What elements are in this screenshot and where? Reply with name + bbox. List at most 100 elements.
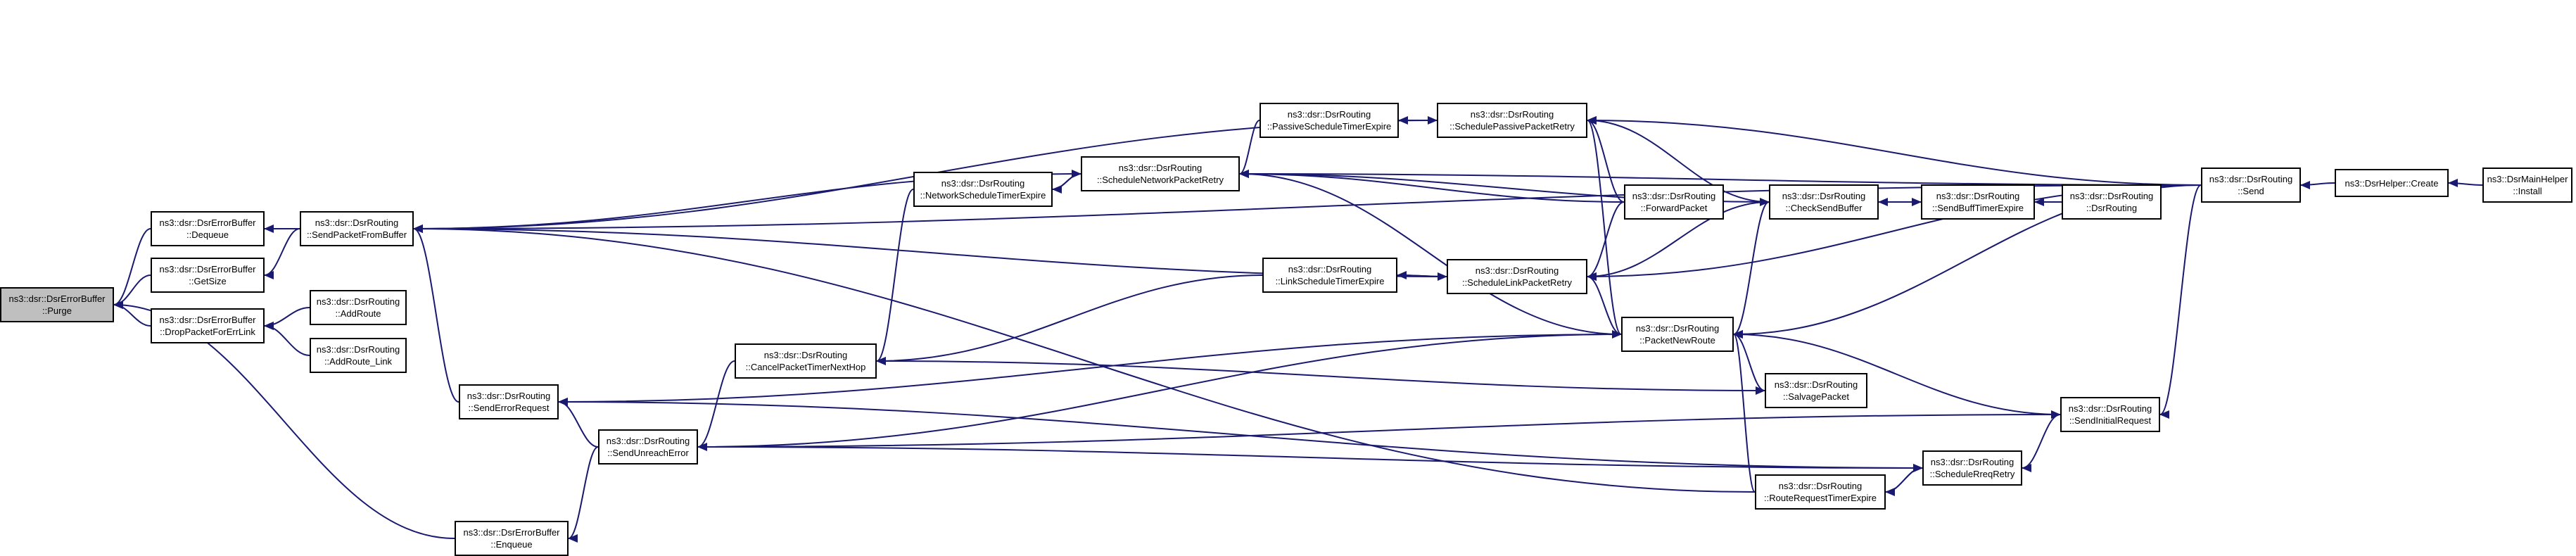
node-line1: ns3::dsr::DsrRouting [1930, 457, 2015, 467]
node-link-schedule-timer-expire[interactable]: ns3::dsr::DsrRouting ::LinkScheduleTimer… [1262, 258, 1397, 293]
node-line2: ::ForwardPacket [1640, 203, 1708, 213]
node-line1: ns3::dsr::DsrRouting [606, 436, 690, 446]
edge-sendinitreq-to-pktnewroute [1733, 330, 2061, 415]
node-schedule-network-packet-retry[interactable]: ns3::dsr::DsrRouting ::ScheduleNetworkPa… [1081, 156, 1240, 191]
edge-sendunreach-to-schedrreq [697, 446, 1923, 472]
edge-send-to-schednetretry [1239, 170, 2202, 186]
node-line2: ::Enqueue [490, 539, 533, 550]
node-drop-packet-for-err-link[interactable]: ns3::dsr::DsrErrorBuffer ::DropPacketFor… [151, 308, 265, 343]
node-line1: ns3::DsrMainHelper [2487, 174, 2568, 184]
edge-dropforerr-to-purge [113, 301, 151, 327]
node-purge[interactable]: ns3::dsr::DsrErrorBuffer ::Purge [0, 287, 114, 322]
node-line1: ns3::dsr::DsrRouting [316, 344, 400, 355]
node-enqueue[interactable]: ns3::dsr::DsrErrorBuffer ::Enqueue [455, 521, 569, 556]
edge-linkexp-to-schedlink [1397, 272, 1447, 281]
node-line1: ns3::dsr::DsrErrorBuffer [159, 315, 256, 325]
node-line1: ns3::dsr::DsrRouting [1287, 109, 1371, 120]
edge-pktnewroute-to-schedpassive [1587, 116, 1622, 335]
edge-linkexp-to-canceltimer [876, 274, 1263, 365]
node-dsr-routing-constructor[interactable]: ns3::dsr::DsrRouting ::DsrRouting [2062, 184, 2162, 220]
node-line2: ::GetSize [189, 276, 227, 286]
node-send-initial-request[interactable]: ns3::dsr::DsrRouting ::SendInitialReques… [2060, 397, 2160, 432]
node-add-route-link[interactable]: ns3::dsr::DsrRouting ::AddRoute_Link [310, 338, 407, 373]
edge-checksendbuf-to-schedlink [1587, 201, 1770, 281]
node-line2: ::SendPacketFromBuffer [306, 229, 407, 240]
node-line2: ::CancelPacketTimerNextHop [745, 362, 866, 372]
node-line1: ns3::dsr::DsrRouting [2069, 191, 2154, 201]
node-line2: ::Install [2513, 186, 2542, 196]
node-line2: ::Dequeue [186, 229, 229, 240]
node-line2: ::DsrRouting [2086, 203, 2138, 213]
node-forward-packet[interactable]: ns3::dsr::DsrRouting ::ForwardPacket [1624, 184, 1724, 220]
node-schedule-passive-packet-retry[interactable]: ns3::dsr::DsrRouting ::SchedulePassivePa… [1437, 103, 1587, 138]
node-line1: ns3::dsr::DsrRouting [315, 217, 399, 228]
node-line1: ns3::dsr::DsrRouting [1774, 379, 1858, 390]
node-line1: ns3::dsr::DsrRouting [1936, 191, 2020, 201]
node-line1: ns3::dsr::DsrRouting [316, 296, 400, 307]
edge-pktnewroute-to-checksendbuf [1733, 198, 1770, 335]
node-line2: ::DropPacketForErrLink [160, 327, 255, 337]
node-line2: ::NetworkScheduleTimerExpire [920, 190, 1046, 201]
edge-sendunreach-to-sendinitreq [697, 410, 2061, 448]
node-schedule-rreq-retry[interactable]: ns3::dsr::DsrRouting ::ScheduleRreqRetry [1922, 450, 2022, 486]
edge-pktnewroute-to-schednetretry [1239, 170, 1622, 335]
node-line2: ::Send [2238, 186, 2264, 196]
node-dsr-main-helper-install[interactable]: ns3::DsrMainHelper ::Install [2482, 168, 2572, 203]
edge-netschedexp-to-canceltimer [876, 189, 914, 365]
node-line1: ns3::dsr::DsrRouting [1632, 191, 1716, 201]
node-line2: ::SendBuffTimerExpire [1931, 203, 2024, 213]
node-line2: ::PacketNewRoute [1639, 335, 1715, 346]
edge-rreqtimer-to-schedrreq [1885, 464, 1923, 493]
edge-rreqtimer-to-sendfrombuf [413, 225, 1756, 493]
node-add-route[interactable]: ns3::dsr::DsrRouting ::AddRoute [310, 290, 407, 325]
node-line1: ns3::dsr::DsrErrorBuffer [8, 293, 106, 304]
node-getsize[interactable]: ns3::dsr::DsrErrorBuffer ::GetSize [151, 258, 265, 293]
node-line1: ns3::dsr::DsrRouting [1118, 163, 1203, 173]
node-send[interactable]: ns3::dsr::DsrRouting ::Send [2201, 168, 2301, 203]
edge-salvage-to-pktnewroute [1733, 330, 1765, 391]
edge-sendunreach-to-enqueue [568, 446, 599, 543]
node-line1: ns3::dsr::DsrRouting [2209, 174, 2293, 184]
node-send-buff-timer-expire[interactable]: ns3::dsr::DsrRouting ::SendBuffTimerExpi… [1921, 184, 2035, 220]
node-passive-schedule-timer-expire[interactable]: ns3::dsr::DsrRouting ::PassiveScheduleTi… [1260, 103, 1399, 138]
edge-send-to-schedpassive [1587, 116, 2202, 186]
edge-send-to-sendfrombuf [413, 184, 2202, 233]
node-line1: ns3::DsrHelper::Create [2345, 177, 2439, 189]
node-line2: ::LinkScheduleTimerExpire [1275, 276, 1385, 286]
edge-forwardpkt-to-schednetretry [1239, 170, 1625, 203]
edge-schedrreq-to-senderrreq [558, 398, 1923, 469]
node-line2: ::PassiveScheduleTimerExpire [1267, 121, 1392, 132]
node-line2: ::CheckSendBuffer [1785, 203, 1863, 213]
node-line2: ::ScheduleNetworkPacketRetry [1097, 175, 1224, 185]
node-line1: ns3::dsr::DsrRouting [1635, 323, 1720, 334]
node-line1: ns3::dsr::DsrRouting [1778, 481, 1863, 491]
edge-sendinitreq-to-schedrreq [2022, 414, 2061, 472]
node-line1: ns3::dsr::DsrErrorBuffer [159, 217, 256, 228]
node-salvage-packet[interactable]: ns3::dsr::DsrRouting ::SalvagePacket [1765, 373, 1867, 408]
node-network-schedule-timer-expire[interactable]: ns3::dsr::DsrRouting ::NetworkScheduleTi… [913, 172, 1053, 207]
node-check-send-buffer[interactable]: ns3::dsr::DsrRouting ::CheckSendBuffer [1769, 184, 1879, 220]
node-line2: ::Purge [42, 305, 72, 316]
node-line2: ::SendInitialRequest [2069, 415, 2152, 426]
node-packet-new-route[interactable]: ns3::dsr::DsrRouting ::PacketNewRoute [1621, 317, 1734, 352]
edge-dequeue-to-purge [113, 228, 151, 309]
node-send-packet-from-buffer[interactable]: ns3::dsr::DsrRouting ::SendPacketFromBuf… [300, 211, 414, 246]
node-line2: ::RouteRequestTimerExpire [1764, 493, 1877, 503]
node-schedule-link-packet-retry[interactable]: ns3::dsr::DsrRouting ::ScheduleLinkPacke… [1447, 259, 1587, 294]
node-dequeue[interactable]: ns3::dsr::DsrErrorBuffer ::Dequeue [151, 211, 265, 246]
node-send-error-request[interactable]: ns3::dsr::DsrRouting ::SendErrorRequest [459, 384, 559, 419]
node-cancel-packet-timer-next-hop[interactable]: ns3::dsr::DsrRouting ::CancelPacketTimer… [735, 343, 877, 379]
edge-senderrreq-to-sendfrombuf [413, 225, 459, 403]
node-line2: ::SchedulePassivePacketRetry [1449, 121, 1575, 132]
edge-send-to-sendinitreq [2159, 184, 2202, 419]
node-route-request-timer-expire[interactable]: ns3::dsr::DsrRouting ::RouteRequestTimer… [1755, 474, 1886, 510]
node-dsr-helper-create[interactable]: ns3::DsrHelper::Create [2335, 169, 2449, 197]
node-line1: ns3::dsr::DsrRouting [763, 350, 848, 360]
node-line1: ns3::dsr::DsrRouting [941, 178, 1025, 189]
edge-forwardpkt-to-schedlink [1587, 201, 1625, 281]
node-line1: ns3::dsr::DsrRouting [1782, 191, 1866, 201]
node-send-unreach-error[interactable]: ns3::dsr::DsrRouting ::SendUnreachError [598, 429, 698, 465]
node-line1: ns3::dsr::DsrRouting [2068, 403, 2152, 414]
edge-netschedexp-to-schednetretry [1052, 170, 1081, 190]
node-line1: ns3::dsr::DsrRouting [1288, 264, 1372, 274]
